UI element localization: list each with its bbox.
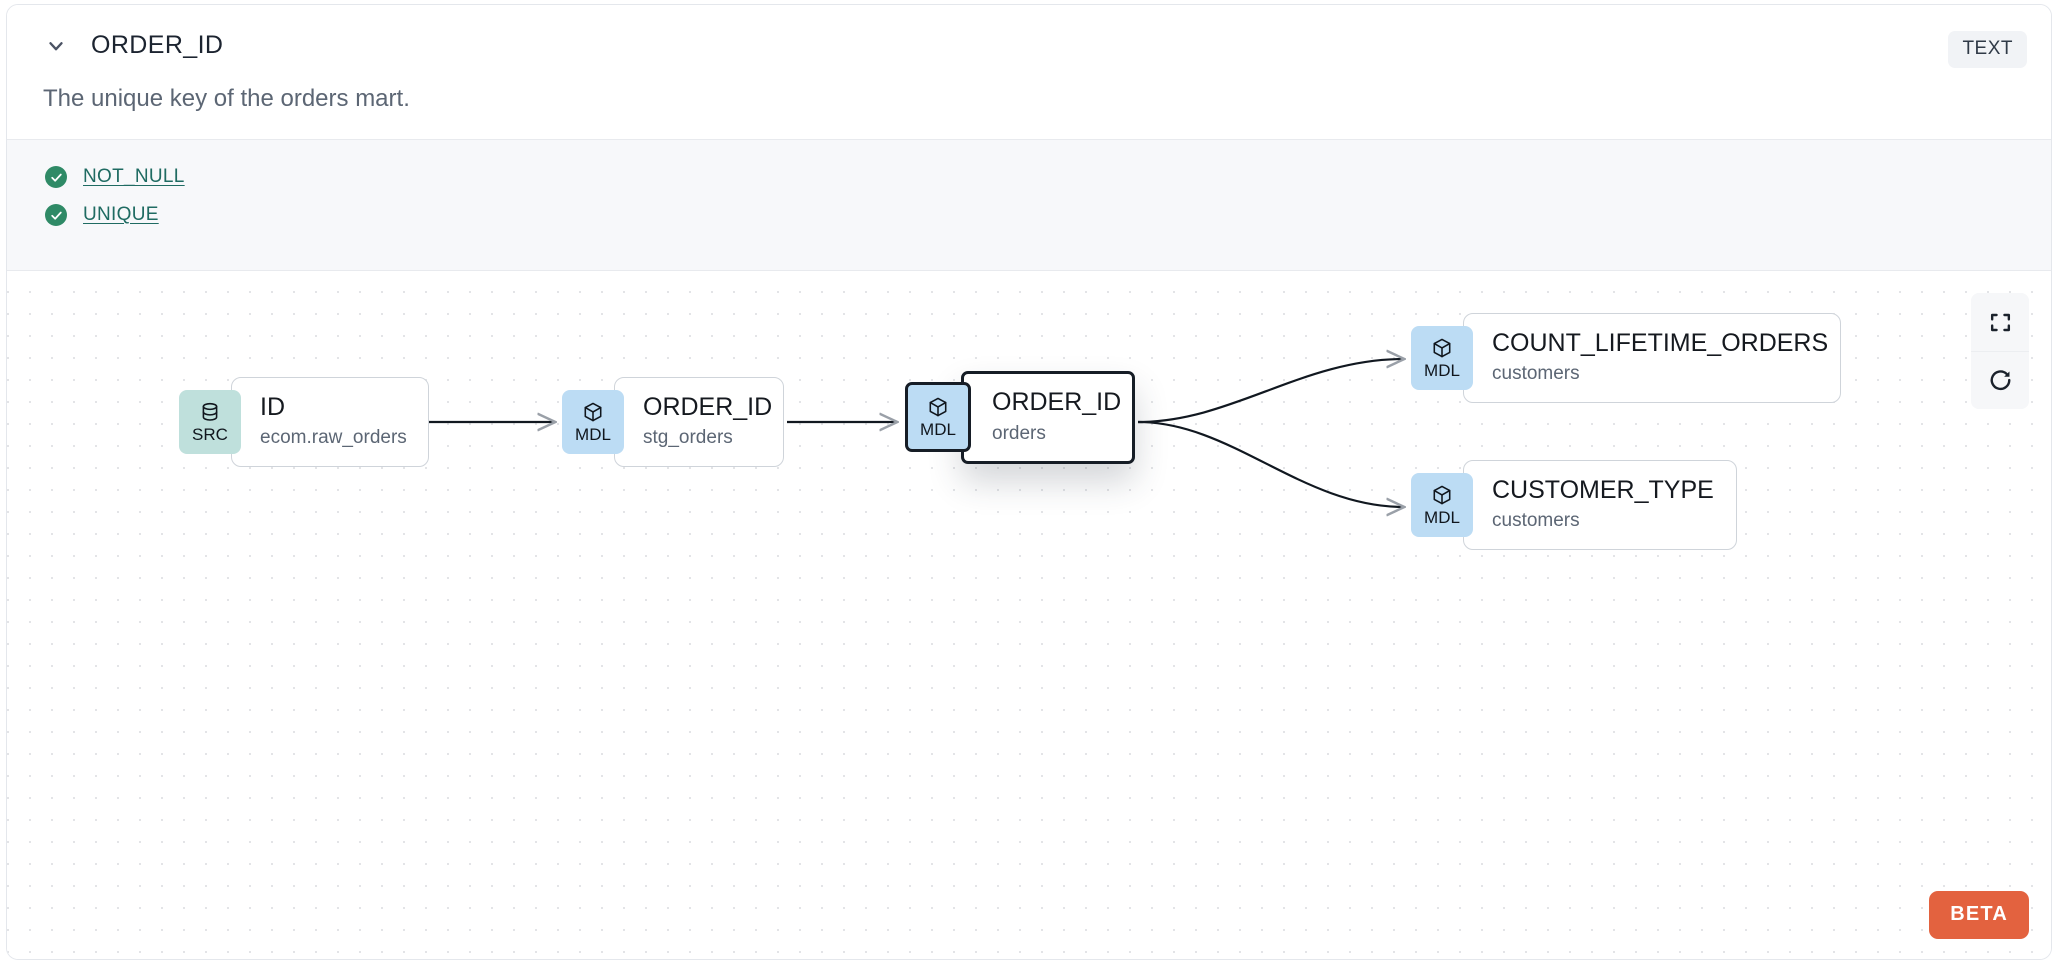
node-badge-label: MDL bbox=[920, 419, 956, 439]
node-subtitle: customers bbox=[1492, 510, 1580, 532]
column-detail-panel: ORDER_ID TEXT The unique key of the orde… bbox=[6, 4, 2052, 960]
column-description: The unique key of the orders mart. bbox=[43, 85, 410, 112]
column-header: ORDER_ID TEXT The unique key of the orde… bbox=[7, 5, 2051, 139]
node-body: CUSTOMER_TYPE customers bbox=[1463, 460, 1737, 550]
node-name: ID bbox=[260, 392, 285, 421]
beta-badge[interactable]: BETA bbox=[1929, 891, 2029, 939]
lineage-node-mdl-stg-order-id[interactable]: MDL ORDER_ID stg_orders bbox=[562, 377, 784, 467]
fit-view-button[interactable] bbox=[1971, 293, 2029, 351]
node-badge-src: SRC bbox=[179, 390, 241, 454]
lineage-node-mdl-orders-order-id[interactable]: MDL ORDER_ID orders bbox=[905, 371, 1135, 464]
page-title: ORDER_ID bbox=[91, 31, 224, 59]
test-row: UNIQUE bbox=[7, 196, 2051, 234]
node-body: ID ecom.raw_orders bbox=[231, 377, 429, 467]
edge-orders-to-customer-type bbox=[1137, 420, 1404, 507]
node-subtitle: stg_orders bbox=[643, 427, 733, 449]
node-name: ORDER_ID bbox=[992, 388, 1122, 416]
node-subtitle: customers bbox=[1492, 363, 1580, 385]
node-badge-label: SRC bbox=[192, 424, 228, 444]
node-badge-mdl: MDL bbox=[1411, 326, 1473, 390]
node-body: ORDER_ID stg_orders bbox=[614, 377, 784, 467]
node-badge-mdl: MDL bbox=[562, 390, 624, 454]
fit-screen-icon bbox=[1990, 313, 2010, 331]
node-badge-label: MDL bbox=[575, 424, 611, 444]
cube-icon bbox=[584, 402, 602, 421]
node-badge-label: MDL bbox=[1424, 507, 1460, 527]
lineage-node-src-id[interactable]: SRC ID ecom.raw_orders bbox=[179, 377, 429, 467]
node-subtitle: ecom.raw_orders bbox=[260, 427, 407, 449]
cube-icon bbox=[1433, 338, 1451, 357]
node-body: ORDER_ID orders bbox=[961, 371, 1135, 464]
column-type-badge: TEXT bbox=[1948, 31, 2027, 68]
node-name: ORDER_ID bbox=[643, 392, 773, 421]
edge-orders-to-count-lifetime-orders bbox=[1137, 359, 1404, 424]
cube-icon bbox=[929, 397, 947, 417]
node-subtitle: orders bbox=[992, 422, 1046, 444]
column-title-row: ORDER_ID bbox=[43, 31, 223, 60]
test-row: NOT_NULL bbox=[7, 158, 2051, 196]
node-name: CUSTOMER_TYPE bbox=[1492, 475, 1714, 504]
check-circle-icon bbox=[45, 166, 67, 188]
lineage-node-mdl-customer-type[interactable]: MDL CUSTOMER_TYPE customers bbox=[1411, 460, 1737, 550]
node-name: COUNT_LIFETIME_ORDERS bbox=[1492, 328, 1829, 357]
canvas-controls bbox=[1971, 293, 2029, 409]
refresh-icon bbox=[1990, 370, 2010, 391]
test-link-not-null[interactable]: NOT_NULL bbox=[83, 166, 185, 187]
node-badge-mdl: MDL bbox=[1411, 473, 1473, 537]
test-link-unique[interactable]: UNIQUE bbox=[83, 204, 159, 225]
cube-icon bbox=[1433, 485, 1451, 504]
node-badge-mdl: MDL bbox=[905, 382, 971, 453]
chevron-down-icon[interactable] bbox=[43, 33, 69, 59]
node-body: COUNT_LIFETIME_ORDERS customers bbox=[1463, 313, 1841, 403]
lineage-node-mdl-count-lifetime-orders[interactable]: MDL COUNT_LIFETIME_ORDERS customers bbox=[1411, 313, 1841, 403]
check-circle-icon bbox=[45, 204, 67, 226]
reset-view-button[interactable] bbox=[1971, 351, 2029, 409]
database-icon bbox=[202, 402, 218, 421]
lineage-canvas[interactable]: SRC ID ecom.raw_orders MDL ORDER_ID stg_… bbox=[7, 271, 2051, 959]
node-badge-label: MDL bbox=[1424, 360, 1460, 380]
tests-section: NOT_NULL UNIQUE bbox=[7, 139, 2051, 271]
